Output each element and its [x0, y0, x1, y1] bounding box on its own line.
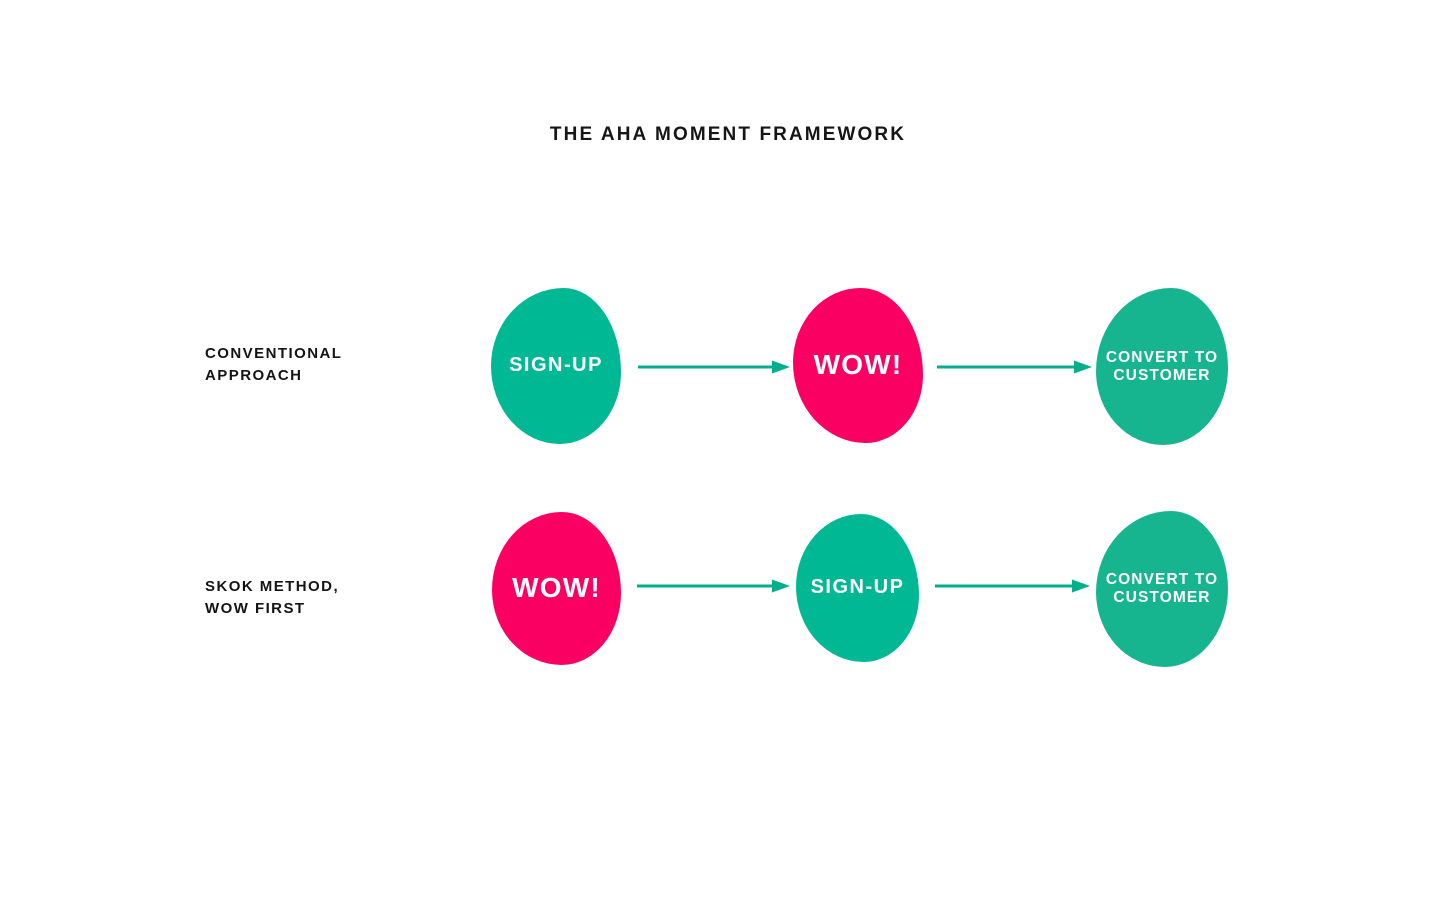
- node-row2-step1-wow[interactable]: WOW!: [492, 512, 621, 665]
- page-title: THE AHA MOMENT FRAMEWORK: [549, 124, 907, 145]
- node-label: SIGN-UP: [509, 354, 603, 377]
- arrow-row1-1: [638, 360, 790, 374]
- arrow-row2-2: [935, 579, 1090, 593]
- node-row2-step3-convert-to-customer[interactable]: CONVERT TO CUSTOMER: [1096, 511, 1228, 667]
- node-row1-step1-sign-up[interactable]: SIGN-UP: [491, 288, 621, 444]
- node-label: SIGN-UP: [810, 576, 905, 599]
- row-label-skok-method-wow-first: SKOK METHOD, WOW FIRST: [205, 578, 340, 617]
- arrow-row2-1: [637, 579, 790, 593]
- arrow-row1-2: [937, 360, 1092, 374]
- node-row2-step2-sign-up[interactable]: SIGN-UP: [796, 514, 919, 662]
- row-label-conventional-approach: CONVENTIONAL APPROACH: [205, 345, 343, 384]
- node-label: CONVERT TO CUSTOMER: [1105, 348, 1219, 384]
- node-row1-step3-convert-to-customer[interactable]: CONVERT TO CUSTOMER: [1096, 288, 1228, 445]
- node-row1-step2-wow[interactable]: WOW!: [793, 288, 923, 443]
- node-label: WOW!: [813, 349, 903, 381]
- node-label: CONVERT TO CUSTOMER: [1105, 571, 1219, 606]
- node-label: WOW!: [512, 572, 601, 604]
